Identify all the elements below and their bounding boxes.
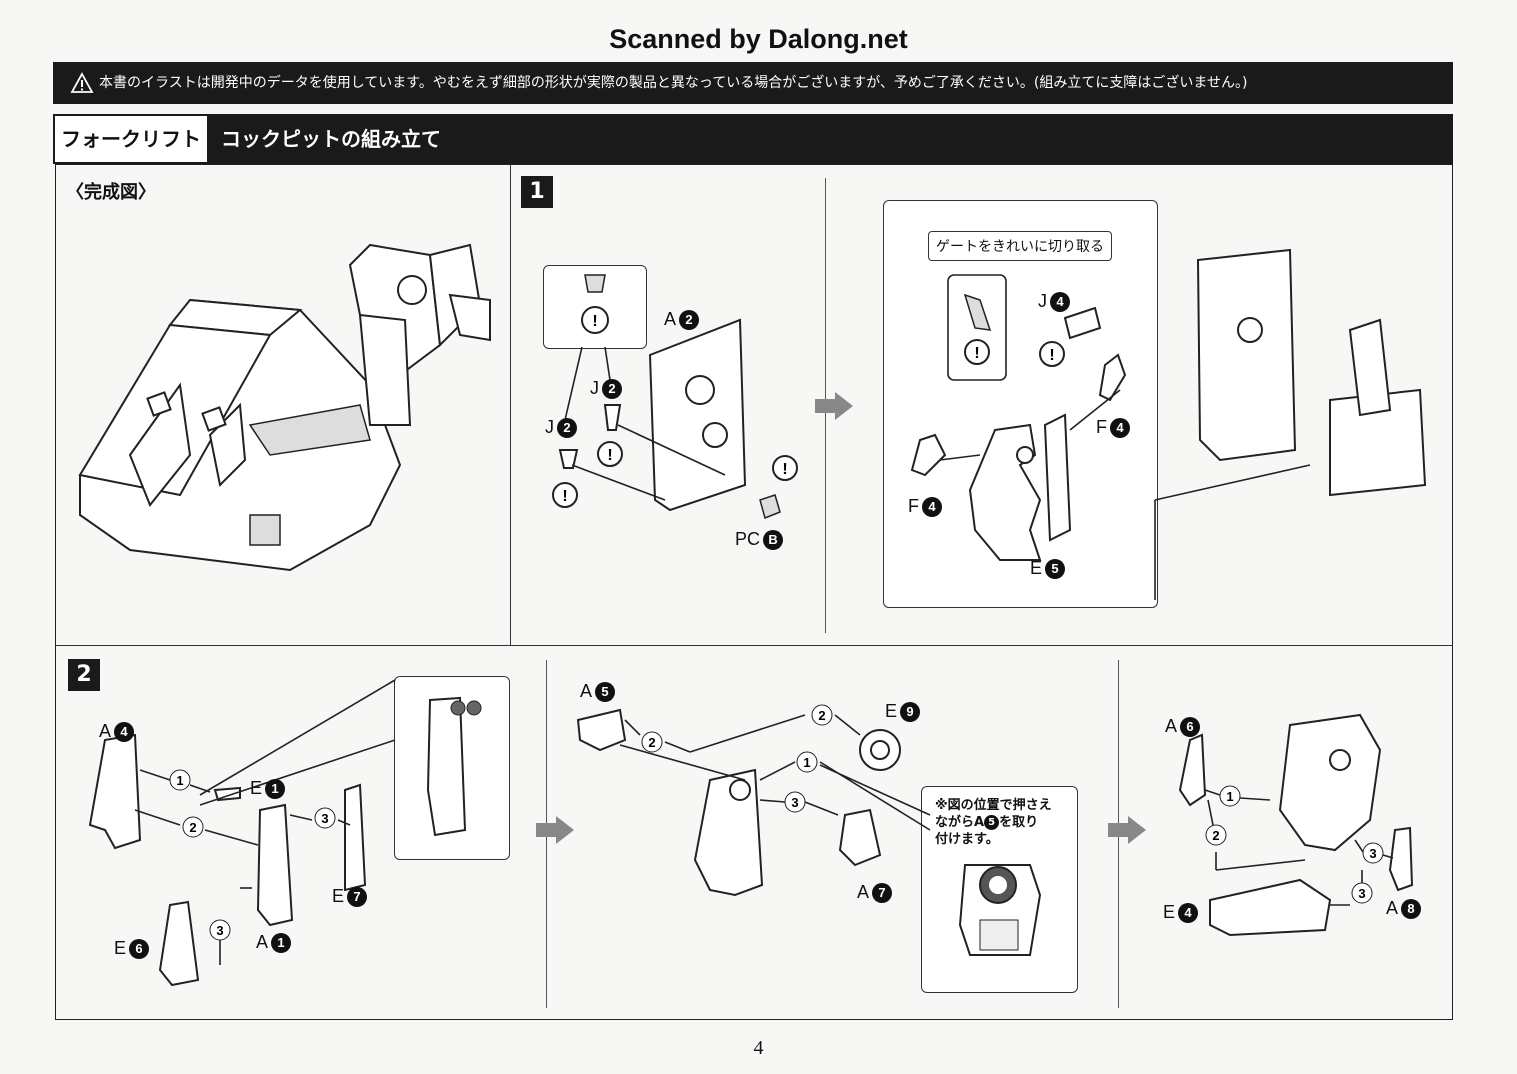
title-bar: フォークリフト コックピットの組み立て xyxy=(53,114,1453,164)
svg-text:!: ! xyxy=(562,488,567,505)
completed-cockpit-illustration xyxy=(78,243,491,572)
order-mark: 2 xyxy=(818,708,825,723)
gate-callout: ゲートをきれいに切り取る xyxy=(928,231,1112,261)
svg-text:!: ! xyxy=(592,313,597,330)
order-mark: 1 xyxy=(176,773,183,788)
order-mark: 1 xyxy=(803,755,810,770)
order-mark: 3 xyxy=(1369,846,1376,861)
order-mark: 3 xyxy=(791,795,798,810)
step2-left-illustration: 1 2 3 3 xyxy=(88,679,482,987)
section-title: フォークリフト xyxy=(55,116,207,162)
step1-right-illustration: ! ! xyxy=(910,248,1427,600)
page-number: 4 xyxy=(753,1037,764,1059)
warning-bar: 本書のイラストは開発中のデータを使用しています。やむをえず細部の形状が実際の製品… xyxy=(53,62,1453,104)
svg-text:!: ! xyxy=(782,461,787,478)
divider xyxy=(510,164,511,645)
next-arrow-icon xyxy=(815,392,853,420)
step1-left-illustration: ! ! ! ! xyxy=(552,274,798,520)
next-arrow-icon xyxy=(1108,816,1146,844)
warning-text: 本書のイラストは開発中のデータを使用しています。やむをえず細部の形状が実際の製品… xyxy=(99,75,1248,91)
scan-header: Scanned by Dalong.net xyxy=(609,24,908,54)
step-number-2: 2 xyxy=(68,659,100,691)
next-arrow-icon xyxy=(536,816,574,844)
svg-text:!: ! xyxy=(974,345,979,362)
svg-text:!: ! xyxy=(1049,347,1054,364)
step2-mid-illustration: 2 2 1 3 xyxy=(576,704,1042,956)
warning-icon xyxy=(70,72,94,93)
order-mark: 2 xyxy=(1212,828,1219,843)
order-mark: 1 xyxy=(1226,789,1233,804)
completed-label: 〈完成図〉 xyxy=(66,182,156,203)
svg-text:!: ! xyxy=(607,447,612,464)
order-mark: 3 xyxy=(1358,886,1365,901)
step2-right-illustration: 1 2 3 3 xyxy=(1178,713,1414,937)
order-mark: 2 xyxy=(189,820,196,835)
step-number-1: 1 xyxy=(521,176,553,208)
order-mark: 2 xyxy=(648,735,655,750)
order-mark: 3 xyxy=(216,923,223,938)
instruction-frame xyxy=(55,164,1453,1020)
order-mark: 3 xyxy=(321,811,328,826)
divider xyxy=(55,645,1453,646)
subsection-title: コックピットの組み立て xyxy=(221,127,441,151)
